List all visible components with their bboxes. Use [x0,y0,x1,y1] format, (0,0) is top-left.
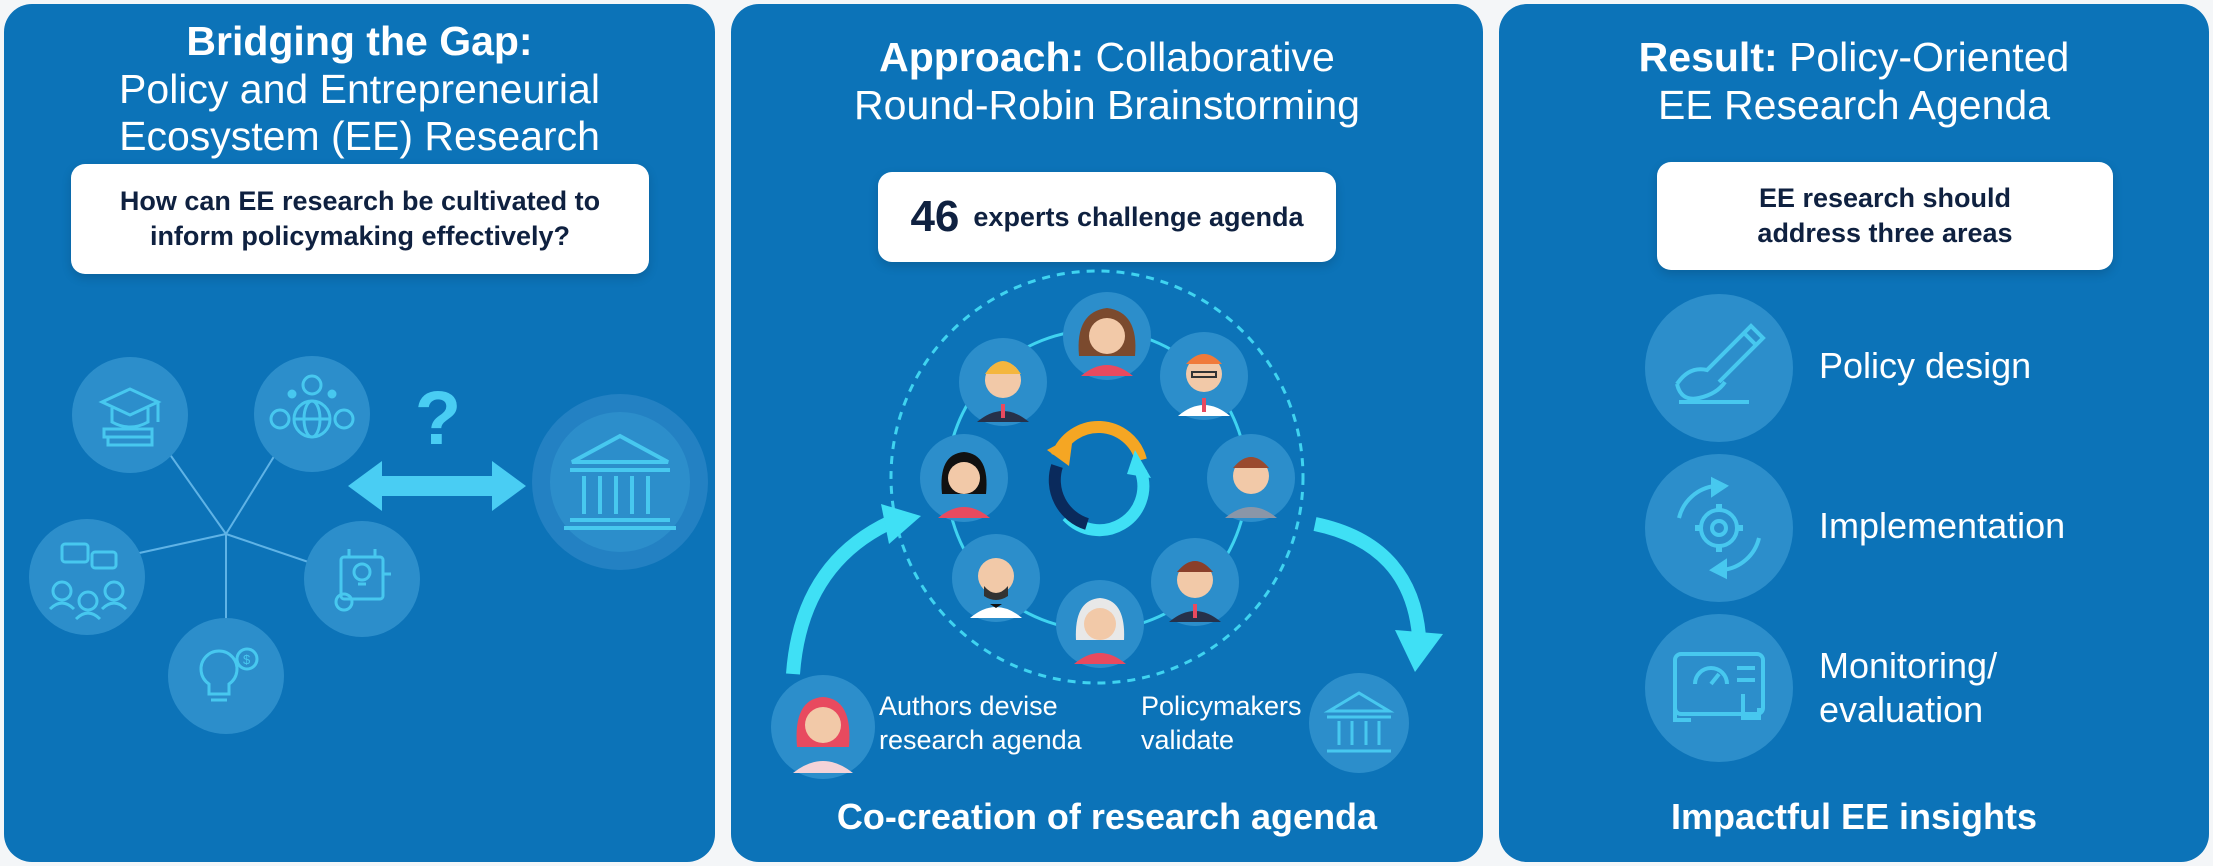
panel1-title: Bridging the Gap: Policy and Entrepreneu… [4,18,715,161]
research-question-box: How can EE research be cultivated to inf… [71,164,649,274]
hand-writing-icon [1675,323,1766,404]
panel-approach: Approach: Collaborative Round-Robin Brai… [731,4,1483,862]
government-building-icon [564,433,676,530]
question-line2: inform policymaking effectively? [149,221,571,251]
ecosystem-diagram: $ ? [29,356,708,734]
area-policy-design: Policy design [1819,345,2032,386]
area-implementation: Implementation [1819,505,2066,546]
question-line1: How can EE research be cultivated to [119,185,601,216]
panel2-title: Approach: Collaborative Round-Robin Brai… [731,34,1483,129]
lightbulb-chip-icon [334,549,391,612]
experts-count: 46 [910,192,960,241]
monitoring-tablet-icon [1673,652,1765,722]
author-avatar [771,675,875,779]
ring-to-policymakers-arrow [1313,517,1443,672]
expert-avatar-top-right [1160,332,1248,420]
expert-avatar-right [1207,434,1295,522]
impactful-caption: Impactful EE insights [1670,796,2038,837]
panel3-title: Result: Policy-Oriented EE Research Agen… [1499,34,2209,129]
graduation-cap-icon [98,387,162,447]
area-monitoring-line2: evaluation [1819,688,1984,730]
panel2-title-line2: Round-Robin Brainstorming [854,81,1360,128]
expert-avatar-bottom-right [1151,538,1239,626]
areas-icons [1645,294,1793,762]
expert-avatar-left [920,434,1008,522]
expert-avatar-bottom [1056,580,1144,668]
panel-bridging-the-gap: Bridging the Gap: Policy and Entrepreneu… [4,4,715,862]
round-robin-diagram [771,269,1443,779]
panel3-title-rest: Policy-Oriented [1777,34,2070,80]
globe-currency-icon [269,374,355,439]
svg-text:$: $ [243,652,251,667]
people-discussion-icon [48,542,128,621]
policy-design-node [1645,294,1793,442]
idea-money-icon: $ [199,647,259,702]
policymakers-label: Policymakers validate [1141,690,1302,758]
panel1-title-line2: Policy and Entrepreneurial [119,65,600,112]
culture-node [29,519,145,635]
policymakers-label-line1: Policymakers [1141,691,1302,721]
innovation-node [168,618,284,734]
panel3-title-bold: Result: [1638,34,1778,80]
panel3-title-line2: EE Research Agenda [1657,81,2051,128]
double-arrow-icon [348,461,526,511]
panel2-title-rest: Collaborative [1084,34,1335,80]
question-mark: ? [415,376,461,461]
cycle-arrows-icon [1047,420,1151,537]
expert-avatar-top-left [959,338,1047,426]
finance-node [254,356,370,472]
area-monitoring: Monitoring/ evaluation [1819,644,1997,732]
panel2-title-bold: Approach: [879,34,1085,80]
monitoring-node [1645,614,1793,762]
experts-text: experts challenge agenda [973,201,1304,232]
authors-to-ring-arrow [786,504,921,675]
dashed-outer-circle [889,269,1305,685]
cocreation-caption: Co-creation of research agenda [836,796,1378,837]
panel1-title-line1: Bridging the Gap: [186,18,533,64]
box-line2: address three areas [1757,218,2013,248]
authors-label-line1: Authors devise [879,691,1058,721]
three-areas-box: EE research should address three areas [1657,162,2113,270]
box-line1: EE research should [1758,182,2012,213]
panel-result: Result: Policy-Oriented EE Research Agen… [1499,4,2209,862]
expert-avatar-bottom-left [952,534,1040,622]
panel1-title-line3: Ecosystem (EE) Research [119,113,600,160]
area-monitoring-line1: Monitoring/ [1819,645,1998,686]
gear-cycle-icon [1677,476,1761,580]
authors-label: Authors devise research agenda [879,690,1082,758]
authors-label-line2: research agenda [879,724,1082,755]
policymakers-building-icon [1309,673,1409,773]
experts-box: 46 experts challenge agenda [878,172,1336,262]
policymakers-label-line2: validate [1141,724,1235,755]
implementation-node [1645,454,1793,602]
expert-avatar-top [1063,292,1151,380]
